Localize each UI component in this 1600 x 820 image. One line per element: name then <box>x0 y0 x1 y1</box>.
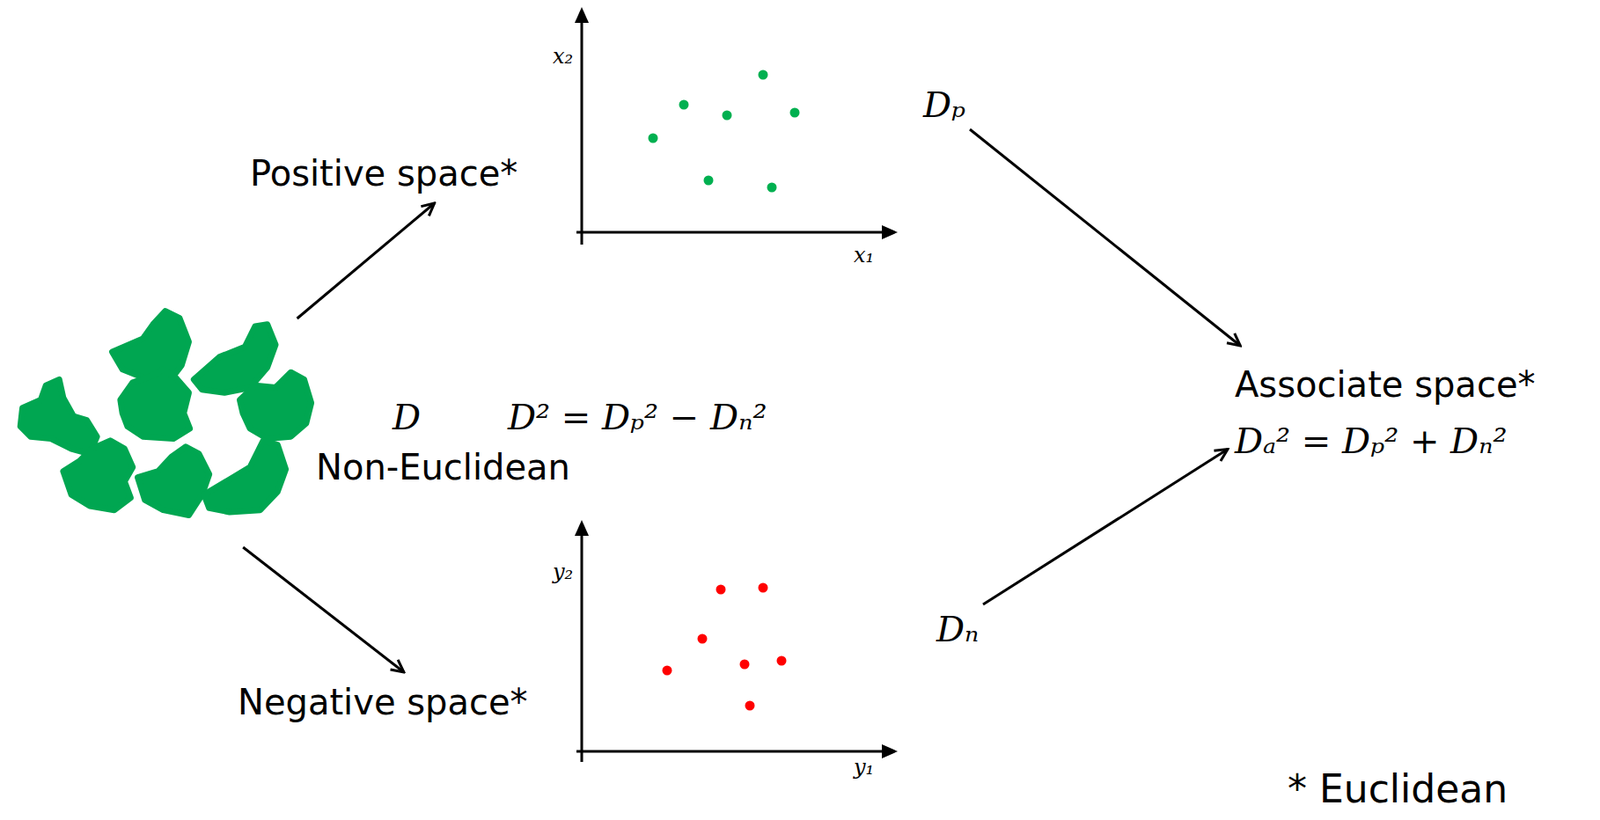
shape-blob <box>239 372 311 439</box>
axis-line <box>576 750 893 754</box>
node-text: Associate space* <box>1234 363 1536 406</box>
data-point <box>758 70 769 81</box>
source-group: D D² = Dₚ² − Dₙ² Non-Euclidean <box>14 318 822 548</box>
negative-axes <box>576 525 893 763</box>
data-point <box>662 666 673 676</box>
data-point <box>648 133 659 144</box>
axis-arrowhead <box>574 7 589 23</box>
data-point <box>777 656 787 667</box>
node-text: Dₐ² = Dₚ² + Dₙ² <box>1234 419 1536 463</box>
axis-line <box>580 12 584 245</box>
flow-arrow <box>969 129 1241 346</box>
data-point <box>745 701 756 712</box>
data-point <box>716 585 727 595</box>
axis-label: y₁ <box>853 755 874 781</box>
flow-arrow <box>983 449 1228 605</box>
shape-blob <box>112 311 190 383</box>
shape-cluster <box>20 311 311 516</box>
footnote: * Euclidean <box>1287 766 1508 814</box>
node-text: Negative space* <box>237 681 529 724</box>
axis-arrowhead <box>881 744 898 759</box>
node-text: Dₙ <box>936 608 980 651</box>
shape-blob <box>138 447 210 516</box>
axis-label: y₂ <box>552 559 573 586</box>
positive-points <box>648 70 800 193</box>
axis-arrowhead <box>574 520 589 536</box>
shape-blob <box>63 440 133 511</box>
space-box: Associate space* Dₐ² = Dₚ² + Dₙ² <box>1227 345 1543 470</box>
negative-points <box>662 583 787 712</box>
data-point <box>722 110 733 121</box>
data-point <box>790 108 800 118</box>
axis-line <box>580 525 584 763</box>
axis-line <box>576 231 893 235</box>
positive-axes <box>576 12 893 245</box>
shape-blob <box>20 379 97 455</box>
node-text: D <box>392 396 421 439</box>
shape-blob <box>204 440 287 513</box>
space-box: Positive space* <box>244 143 524 204</box>
data-point <box>697 634 708 645</box>
shape-blob <box>120 369 191 440</box>
data-point <box>704 176 714 186</box>
node-text: Dₚ <box>923 83 967 126</box>
shape-blob <box>193 324 276 394</box>
distance-label: Dₚ <box>919 80 970 130</box>
data-point <box>767 183 778 193</box>
data-point <box>679 100 690 111</box>
axis-label: x₁ <box>853 242 874 269</box>
axis-arrowhead <box>881 225 898 240</box>
node-text: Positive space* <box>249 152 519 195</box>
data-point <box>740 660 750 670</box>
flow-arrow <box>297 203 435 319</box>
data-point <box>758 583 769 594</box>
node-text: Non-Euclidean <box>315 446 571 489</box>
flow-arrow <box>242 547 404 673</box>
node-text: D² = Dₚ² − Dₙ² <box>507 396 767 439</box>
axis-label: x₂ <box>552 44 573 70</box>
space-box: Negative space* <box>232 672 534 733</box>
distance-label: Dₙ <box>932 604 984 654</box>
